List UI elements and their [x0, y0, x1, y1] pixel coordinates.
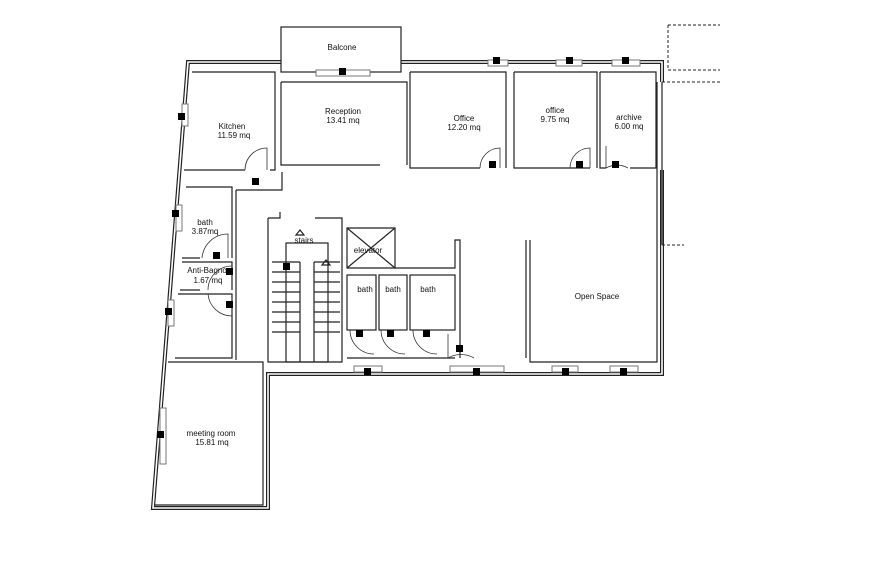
office-label: Office	[454, 114, 475, 123]
rooms	[155, 71, 657, 506]
elevator-cross	[346, 227, 396, 269]
office-small-label: office	[546, 106, 566, 115]
kitchen-room	[184, 71, 276, 171]
elevator-label: elevator	[354, 246, 383, 255]
stair-treads	[272, 242, 340, 363]
archive-room	[599, 71, 657, 169]
anti-bagno-room	[180, 261, 233, 291]
archive-area: 6.00 mq	[615, 122, 644, 131]
kitchen-label: Kitchen	[219, 122, 246, 131]
anti-bagno-area: 1.67 mq	[194, 276, 223, 285]
anti-bagno-label: Anti-Bagno	[187, 266, 227, 275]
reception-room	[280, 81, 408, 166]
bath-1-label: bath	[357, 285, 373, 294]
bath-main-room	[182, 186, 233, 259]
bath-1-room	[346, 274, 377, 331]
bath-3-label: bath	[420, 285, 436, 294]
stairs-room	[267, 212, 343, 363]
office-small-room	[513, 71, 598, 169]
office-area: 12.20 mq	[447, 123, 480, 132]
bath-main-label: bath	[197, 218, 213, 227]
corridor-wall	[235, 172, 283, 360]
office-room	[409, 71, 507, 169]
stairs-arrow-icon	[294, 229, 306, 236]
electrical-fixtures	[157, 57, 629, 438]
bath-2-label: bath	[385, 285, 401, 294]
bath-2-room	[378, 274, 408, 331]
adjacent-outline	[662, 24, 720, 246]
bath-3-room	[409, 274, 456, 331]
stairs-arrow-icon	[320, 259, 332, 266]
reception-label: Reception	[325, 107, 361, 116]
doors	[201, 146, 629, 359]
meeting-room	[155, 361, 264, 506]
bath-block	[347, 239, 461, 359]
small-room	[175, 293, 233, 359]
office-small-area: 9.75 mq	[541, 115, 570, 124]
open-space-label: Open Space	[575, 292, 620, 301]
balcone-label: Balcone	[328, 43, 357, 52]
kitchen-area: 11.59 mq	[218, 131, 251, 140]
room-labels: Reception 13.41 mq Office 12.20 mq offic…	[187, 106, 644, 447]
stairs-label: stairs	[294, 236, 313, 245]
meeting-room-area: 15.81 mq	[195, 438, 228, 447]
reception-area: 13.41 mq	[326, 116, 359, 125]
archive-label: archive	[616, 113, 642, 122]
meeting-room-label: meeting room	[187, 429, 236, 438]
bath-main-area: 3.87mq	[192, 227, 219, 236]
